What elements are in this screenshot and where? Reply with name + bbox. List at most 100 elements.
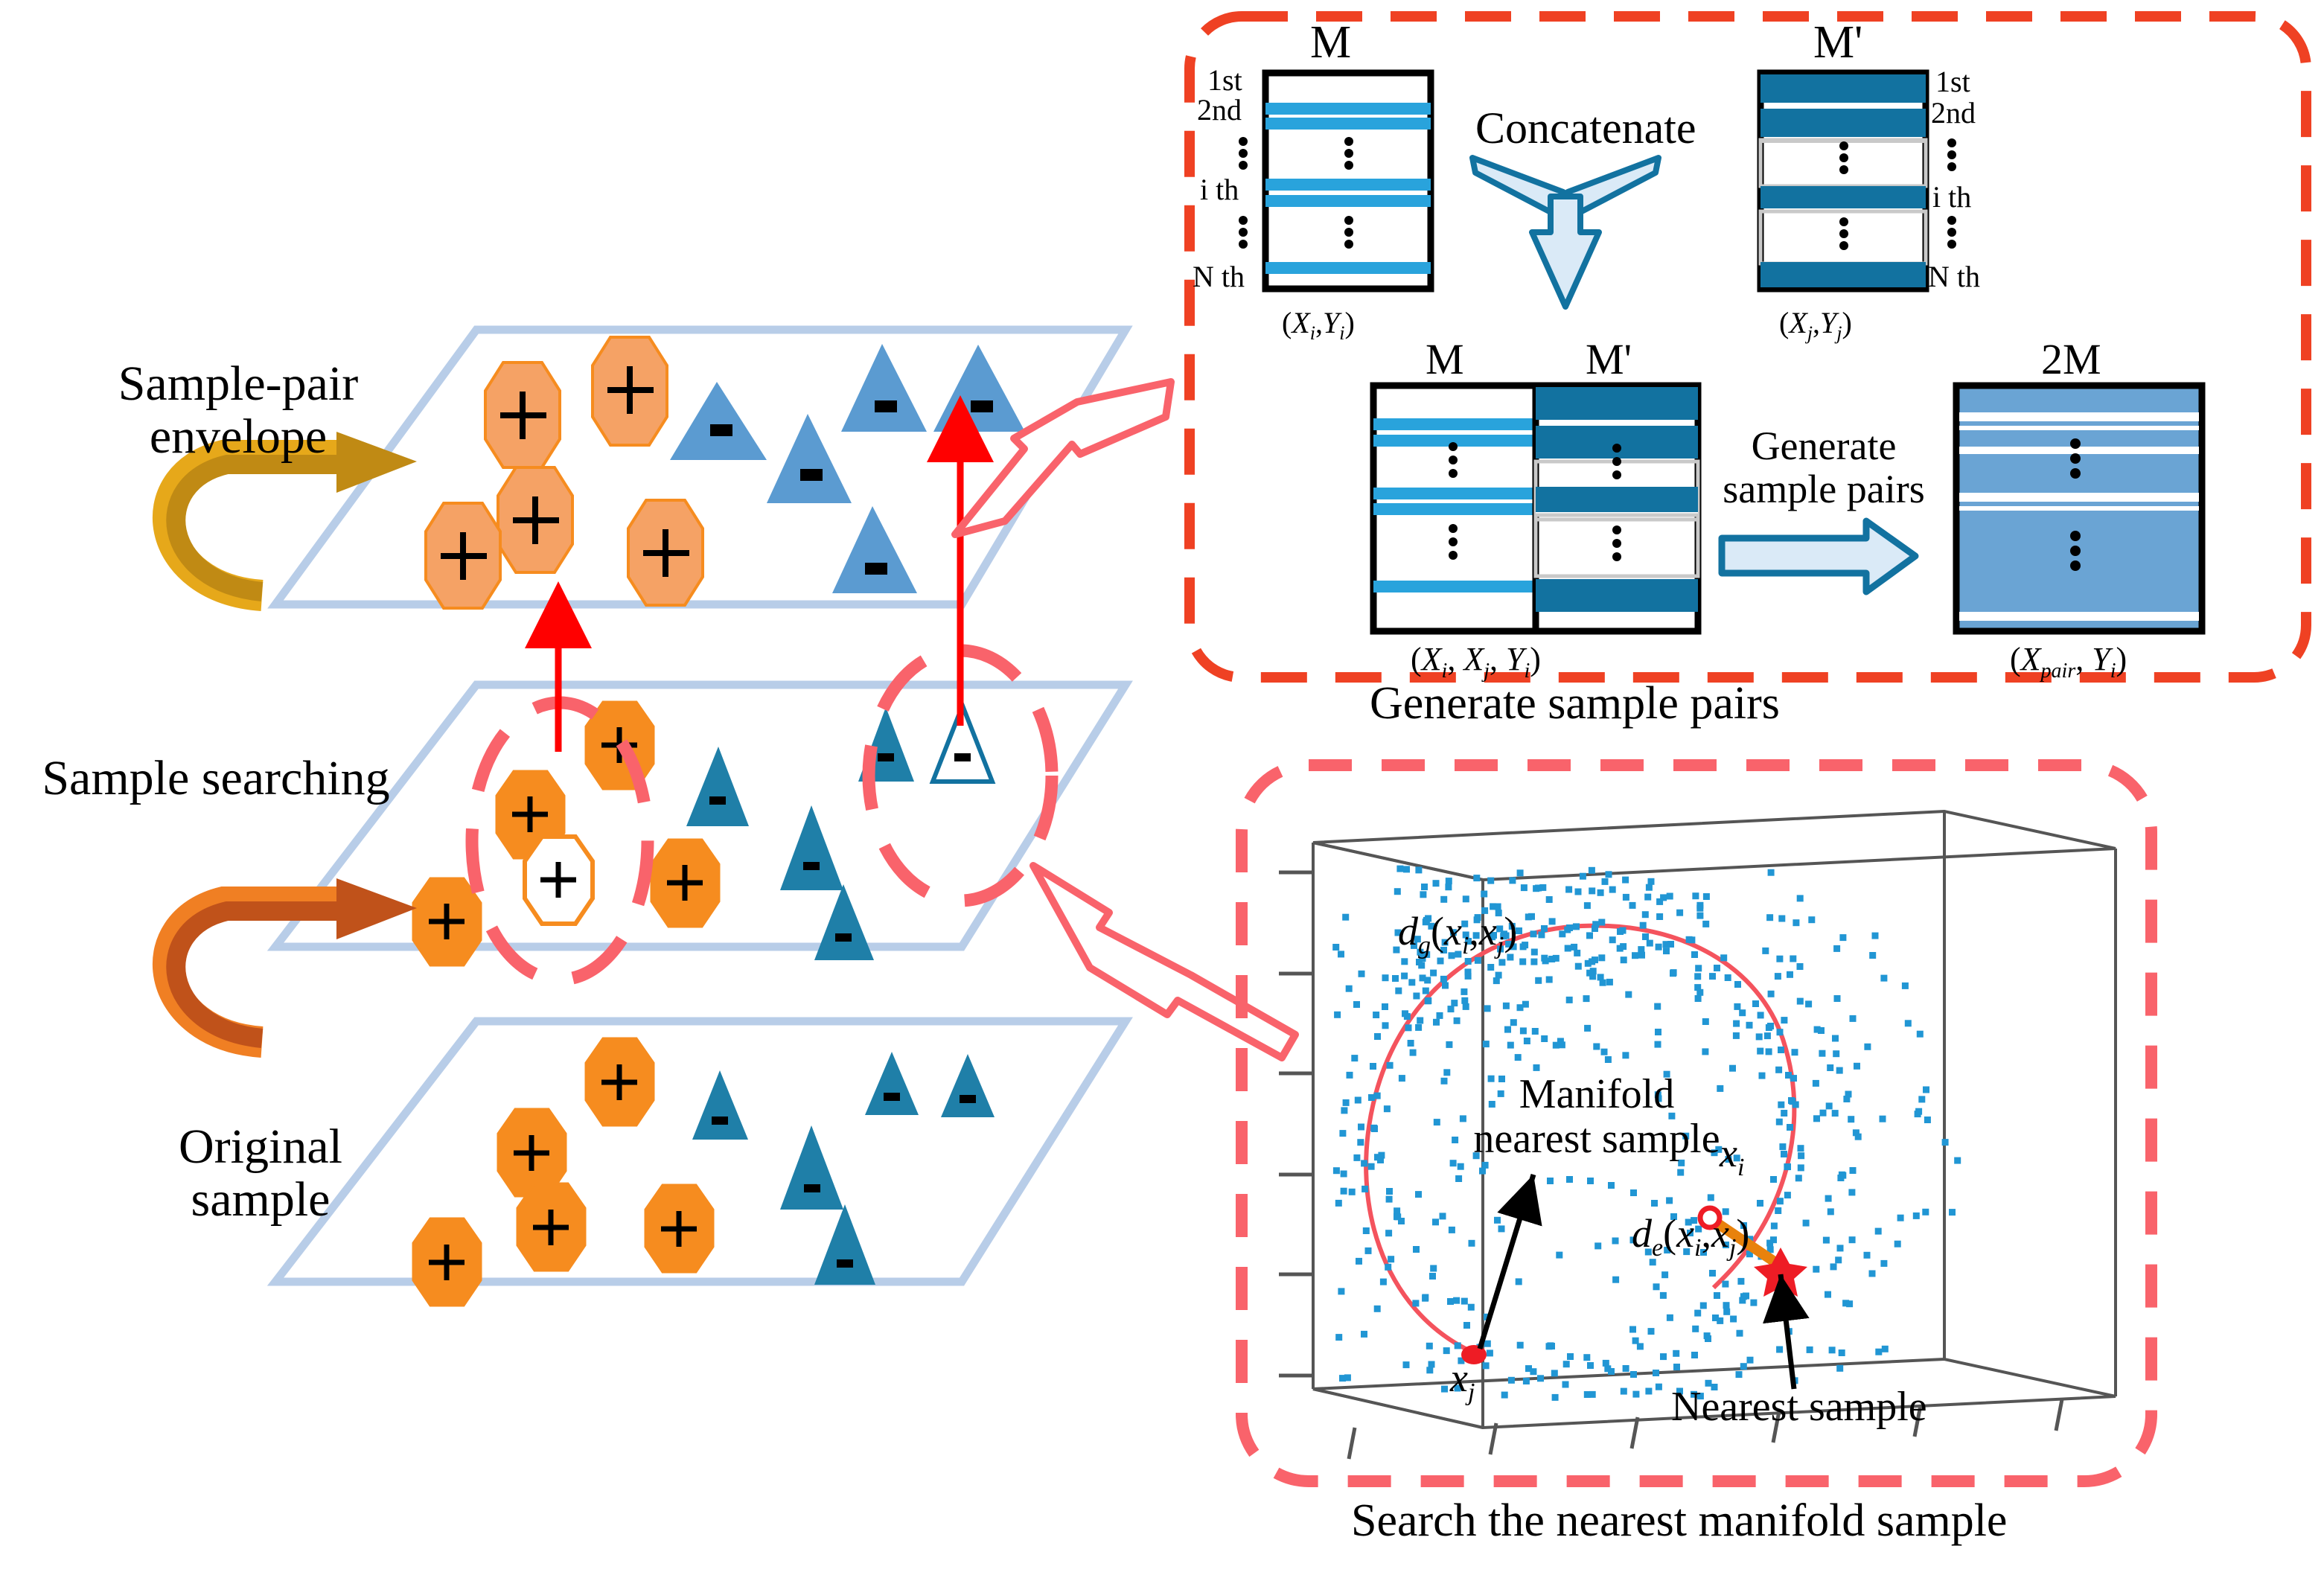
var-Y: Y: [1506, 641, 1525, 677]
matrix-Mprime-rowlabel-dots: [1947, 138, 1956, 249]
sub-i: i: [1461, 931, 1469, 959]
paren-close: ): [1736, 1211, 1750, 1256]
nearest-sample-annotation-arrow: [1763, 1274, 1810, 1390]
stage-arrow-envelope: [152, 432, 417, 611]
var-X: X: [1292, 306, 1310, 339]
matrix-2M: [1953, 382, 2206, 635]
comma: ,: [2075, 641, 2084, 677]
sub-j: j: [1467, 1378, 1475, 1406]
merged-matrix-header-Mprime: M': [1586, 335, 1632, 383]
point-xj-marker: [1461, 1345, 1487, 1364]
stage-arrow-searching: [152, 878, 417, 1058]
var-X2: X: [1463, 641, 1484, 677]
matrix-Mprime-rowlabel-1st: 1st: [1935, 65, 1970, 98]
plane-original-sample: [266, 1017, 1133, 1286]
manifold-3d-box: [1312, 809, 2117, 1430]
sub-e: e: [1652, 1233, 1664, 1262]
matrix-Mprime-rowlabel-2nd: 2nd: [1931, 96, 1976, 130]
paren-close: ): [2116, 641, 2127, 677]
stage-label-original-sample: Original sample: [179, 1119, 342, 1227]
generate-panel-caption: Generate sample pairs: [1370, 678, 1780, 729]
sub-j: j: [1807, 322, 1813, 344]
comma: ,: [1813, 306, 1820, 339]
concatenate-arrow-icon: [1469, 155, 1661, 310]
paren-close: ): [1842, 306, 1852, 339]
var-Y: Y: [1323, 306, 1340, 339]
var-d: d: [1632, 1211, 1652, 1256]
stage-label-sample-searching: Sample searching: [42, 751, 390, 805]
var-Y: Y: [1820, 306, 1837, 339]
annotation-dg: dg(xi,xj): [1398, 910, 1517, 960]
matrix-M-rowlabel-nth: N th: [1193, 260, 1245, 293]
point-xi-marker: [1697, 1205, 1723, 1230]
sub-i2: i: [1524, 659, 1530, 683]
paren-close: ): [1344, 306, 1355, 339]
sub-pair: pair: [2040, 659, 2076, 683]
sub-i2: i: [1339, 322, 1345, 344]
var-x: x: [1450, 1355, 1468, 1400]
merged-matrix-footer: (Xi, Xj, Yi): [1411, 642, 1541, 683]
paren-open: (: [1282, 306, 1292, 339]
matrix-2M-header: 2M: [2041, 335, 2101, 383]
sub-i: i: [2110, 659, 2116, 683]
paren-close: ): [1504, 909, 1518, 953]
comma: ,: [1701, 1211, 1712, 1256]
stage-label-sample-pair-envelope: Sample-pair envelope: [118, 357, 359, 464]
matrix-Mprime-rowlabel-ith: i th: [1932, 180, 1972, 214]
comma: ,: [1469, 909, 1479, 953]
manifold-axis-ticks-bottom: [1347, 1399, 2064, 1460]
comma2: ,: [1490, 641, 1498, 677]
var-Y: Y: [2092, 641, 2110, 677]
euclidean-path: [1706, 1214, 1785, 1271]
var-X1: X: [1421, 641, 1442, 677]
matrix-M-rowlabel-1st: 1st: [1207, 63, 1242, 97]
matrix-M-footer: (Xi,Yi): [1282, 307, 1355, 344]
var-d: d: [1398, 909, 1418, 953]
sub-j2: j: [1836, 322, 1842, 344]
sub-j: j: [1728, 1233, 1737, 1262]
var-x1: x: [1676, 1211, 1695, 1256]
generate-sample-pairs-label: Generate sample pairs: [1723, 424, 1925, 512]
matrix-M-header: M: [1310, 17, 1352, 68]
sub-g: g: [1418, 931, 1431, 959]
comma: ,: [1315, 306, 1323, 339]
var-x: x: [1720, 1131, 1737, 1175]
annotation-xj: xj: [1450, 1356, 1475, 1407]
sub-i: i: [1694, 1233, 1702, 1262]
geodesic-path: [1364, 923, 1797, 1354]
sub-j: j: [1496, 931, 1504, 959]
sub-i: i: [1737, 1153, 1745, 1181]
paren-open: (: [1411, 641, 1422, 677]
sub-i: i: [1309, 322, 1315, 344]
matrix-M-rowlabel-2nd: 2nd: [1197, 93, 1242, 127]
var-x2: x: [1711, 1211, 1729, 1256]
paren-open: (: [2010, 641, 2021, 677]
manifold-panel-caption: Search the nearest manifold sample: [1351, 1495, 2008, 1546]
search-ellipse-negative: [862, 644, 1059, 907]
var-x1: x: [1443, 909, 1462, 953]
top-plane-markers: [424, 336, 1025, 610]
callout-arrow-mid: [1029, 862, 1299, 1061]
matrix-Mprime-header: M': [1813, 17, 1863, 68]
paren-open: (: [1663, 1211, 1677, 1256]
manifold-nearest-annotation-arrow: [1477, 1173, 1542, 1350]
matrix-merged: [1370, 382, 1702, 635]
sub-j: j: [1484, 659, 1490, 683]
var-x2: x: [1478, 909, 1497, 953]
annotation-manifold-nearest-sample: Manifold nearest sample: [1473, 1071, 1720, 1163]
matrix-2M-footer: (Xpair, Yi): [2010, 642, 2127, 683]
sub-i: i: [1441, 659, 1448, 683]
matrix-M-rowlabel-ith: i th: [1200, 173, 1239, 206]
annotation-xi: xi: [1720, 1131, 1744, 1182]
matrix-Mprime-rowlabel-nth: N th: [1928, 260, 1980, 293]
var-X: X: [2020, 641, 2041, 677]
annotation-nearest-sample: Nearest sample: [1671, 1384, 1927, 1430]
paren-close: ): [1530, 641, 1541, 677]
generate-sample-pairs-arrow-icon: [1718, 517, 1919, 595]
matrix-M-rowlabel-dots: [1239, 137, 1248, 249]
matrix-Mprime: [1757, 69, 1929, 293]
concatenate-label: Concatenate: [1475, 103, 1696, 153]
annotation-de: de(xi,xj): [1632, 1212, 1749, 1262]
